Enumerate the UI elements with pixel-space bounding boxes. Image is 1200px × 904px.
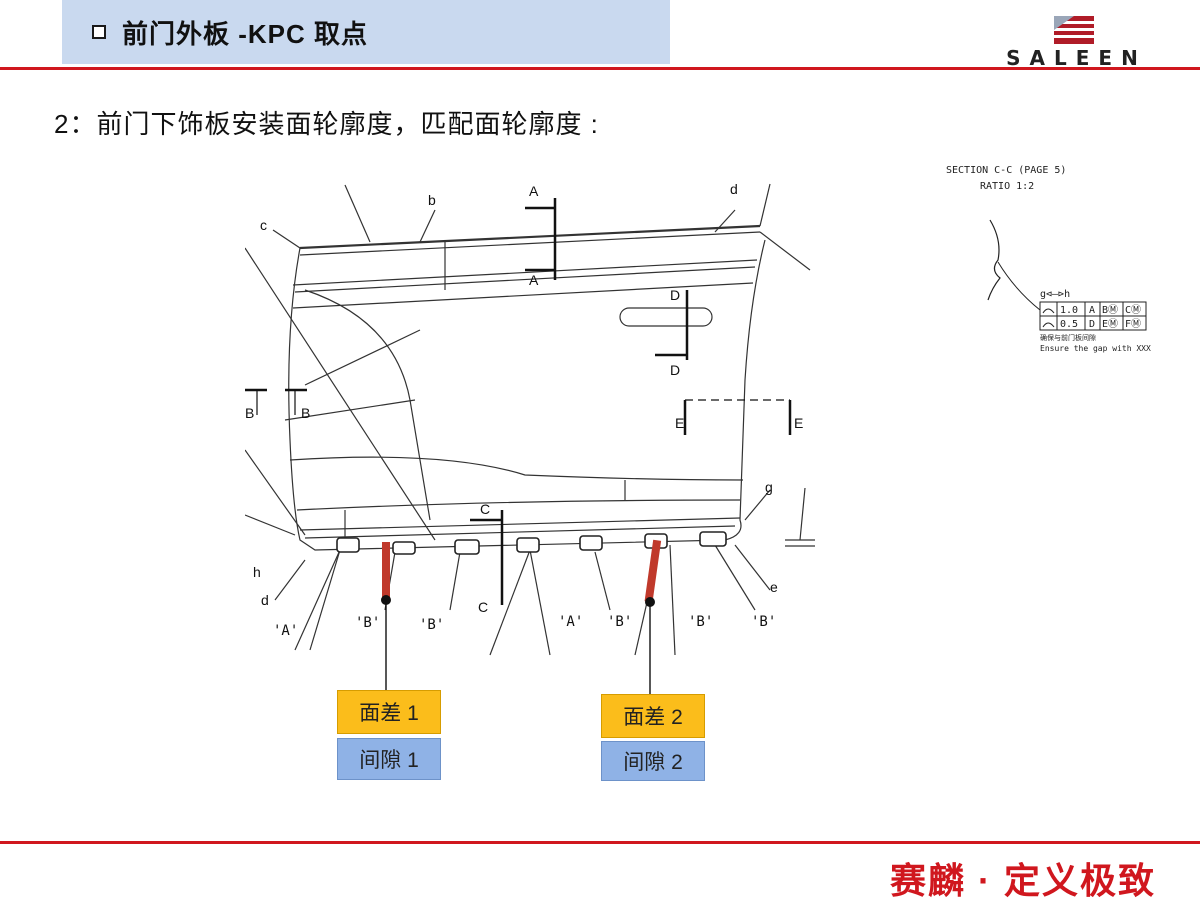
title-banner: 前门外板 -KPC 取点: [62, 0, 670, 64]
label-c: c: [260, 217, 267, 233]
bottom-divider: [0, 841, 1200, 844]
callout-b-3: 'B': [607, 614, 632, 630]
top-divider: [0, 67, 1200, 70]
label-d-bottom: d: [261, 592, 269, 608]
tol-row2-value: 0.5: [1060, 319, 1078, 330]
tol-row1-value: 1.0: [1060, 305, 1078, 316]
section-e-right: E: [794, 415, 803, 431]
callout-connectors: [385, 660, 651, 694]
footer-slogan: 赛麟 · 定义极致: [890, 860, 1156, 901]
section-c-bottom: C: [478, 599, 488, 615]
section-a-bottom: A: [529, 272, 539, 288]
label-d-top: d: [730, 181, 738, 197]
gap-2-label: 间隙 2: [601, 741, 705, 781]
section-e-left: E: [675, 415, 684, 431]
section-d-top: D: [670, 287, 680, 303]
tol-row1-datum-b: BⓂ: [1102, 304, 1118, 316]
door-panel-drawing: b c d g h d e A A D D E E B B C C 'A' 'B…: [245, 181, 815, 660]
label-g: g: [765, 479, 773, 495]
callout-a-1: 'A': [273, 623, 298, 639]
tol-row2-datum-f: FⓂ: [1125, 318, 1141, 330]
section-title: SECTION C-C (PAGE 5): [946, 165, 1066, 176]
section-ratio: RATIO 1:2: [980, 181, 1034, 192]
section-b-left: B: [245, 405, 254, 421]
label-e: e: [770, 579, 778, 595]
callout-b-2: 'B': [419, 617, 444, 633]
surface-diff-1-label: 面差 1: [337, 690, 441, 734]
label-b: b: [428, 192, 436, 208]
surface-diff-2-label: 面差 2: [601, 694, 705, 738]
checkbox-bullet-icon: [92, 25, 106, 39]
section-d-bottom: D: [670, 362, 680, 378]
note-en: Ensure the gap with XXX: [1040, 344, 1151, 353]
label-h: h: [253, 564, 261, 580]
saleen-emblem-icon: [1054, 16, 1094, 44]
tol-row1-datum-a: A: [1089, 305, 1095, 316]
callout-a-2: 'A': [558, 614, 583, 630]
measure-markers: [381, 539, 662, 660]
page-title: 前门外板 -KPC 取点: [122, 18, 369, 49]
section-b-right: B: [301, 405, 310, 421]
tol-row2-datum-e: EⓂ: [1102, 318, 1118, 330]
section-c-top: C: [480, 501, 490, 517]
section-a-top: A: [529, 183, 539, 199]
gap-1-label: 间隙 1: [337, 738, 441, 780]
logo-wordmark: SALEEN: [1006, 46, 1147, 70]
callout-b-1: 'B': [355, 615, 380, 631]
tol-row2-datum-d: D: [1089, 319, 1095, 330]
section-cc-note: SECTION C-C (PAGE 5) RATIO 1:2 g⊲—⊳h 1.0…: [946, 165, 1151, 353]
gd-header: g⊲—⊳h: [1040, 289, 1070, 300]
saleen-logo: SALEEN: [984, 12, 1169, 70]
tol-row1-datum-c: CⓂ: [1125, 304, 1141, 316]
subtitle: 2：前门下饰板安装面轮廓度，匹配面轮廓度 :: [54, 109, 599, 139]
note-cn: 确保与前门板间隙: [1040, 333, 1096, 342]
callout-b-4: 'B': [688, 614, 713, 630]
callout-b-5: 'B': [751, 614, 776, 630]
